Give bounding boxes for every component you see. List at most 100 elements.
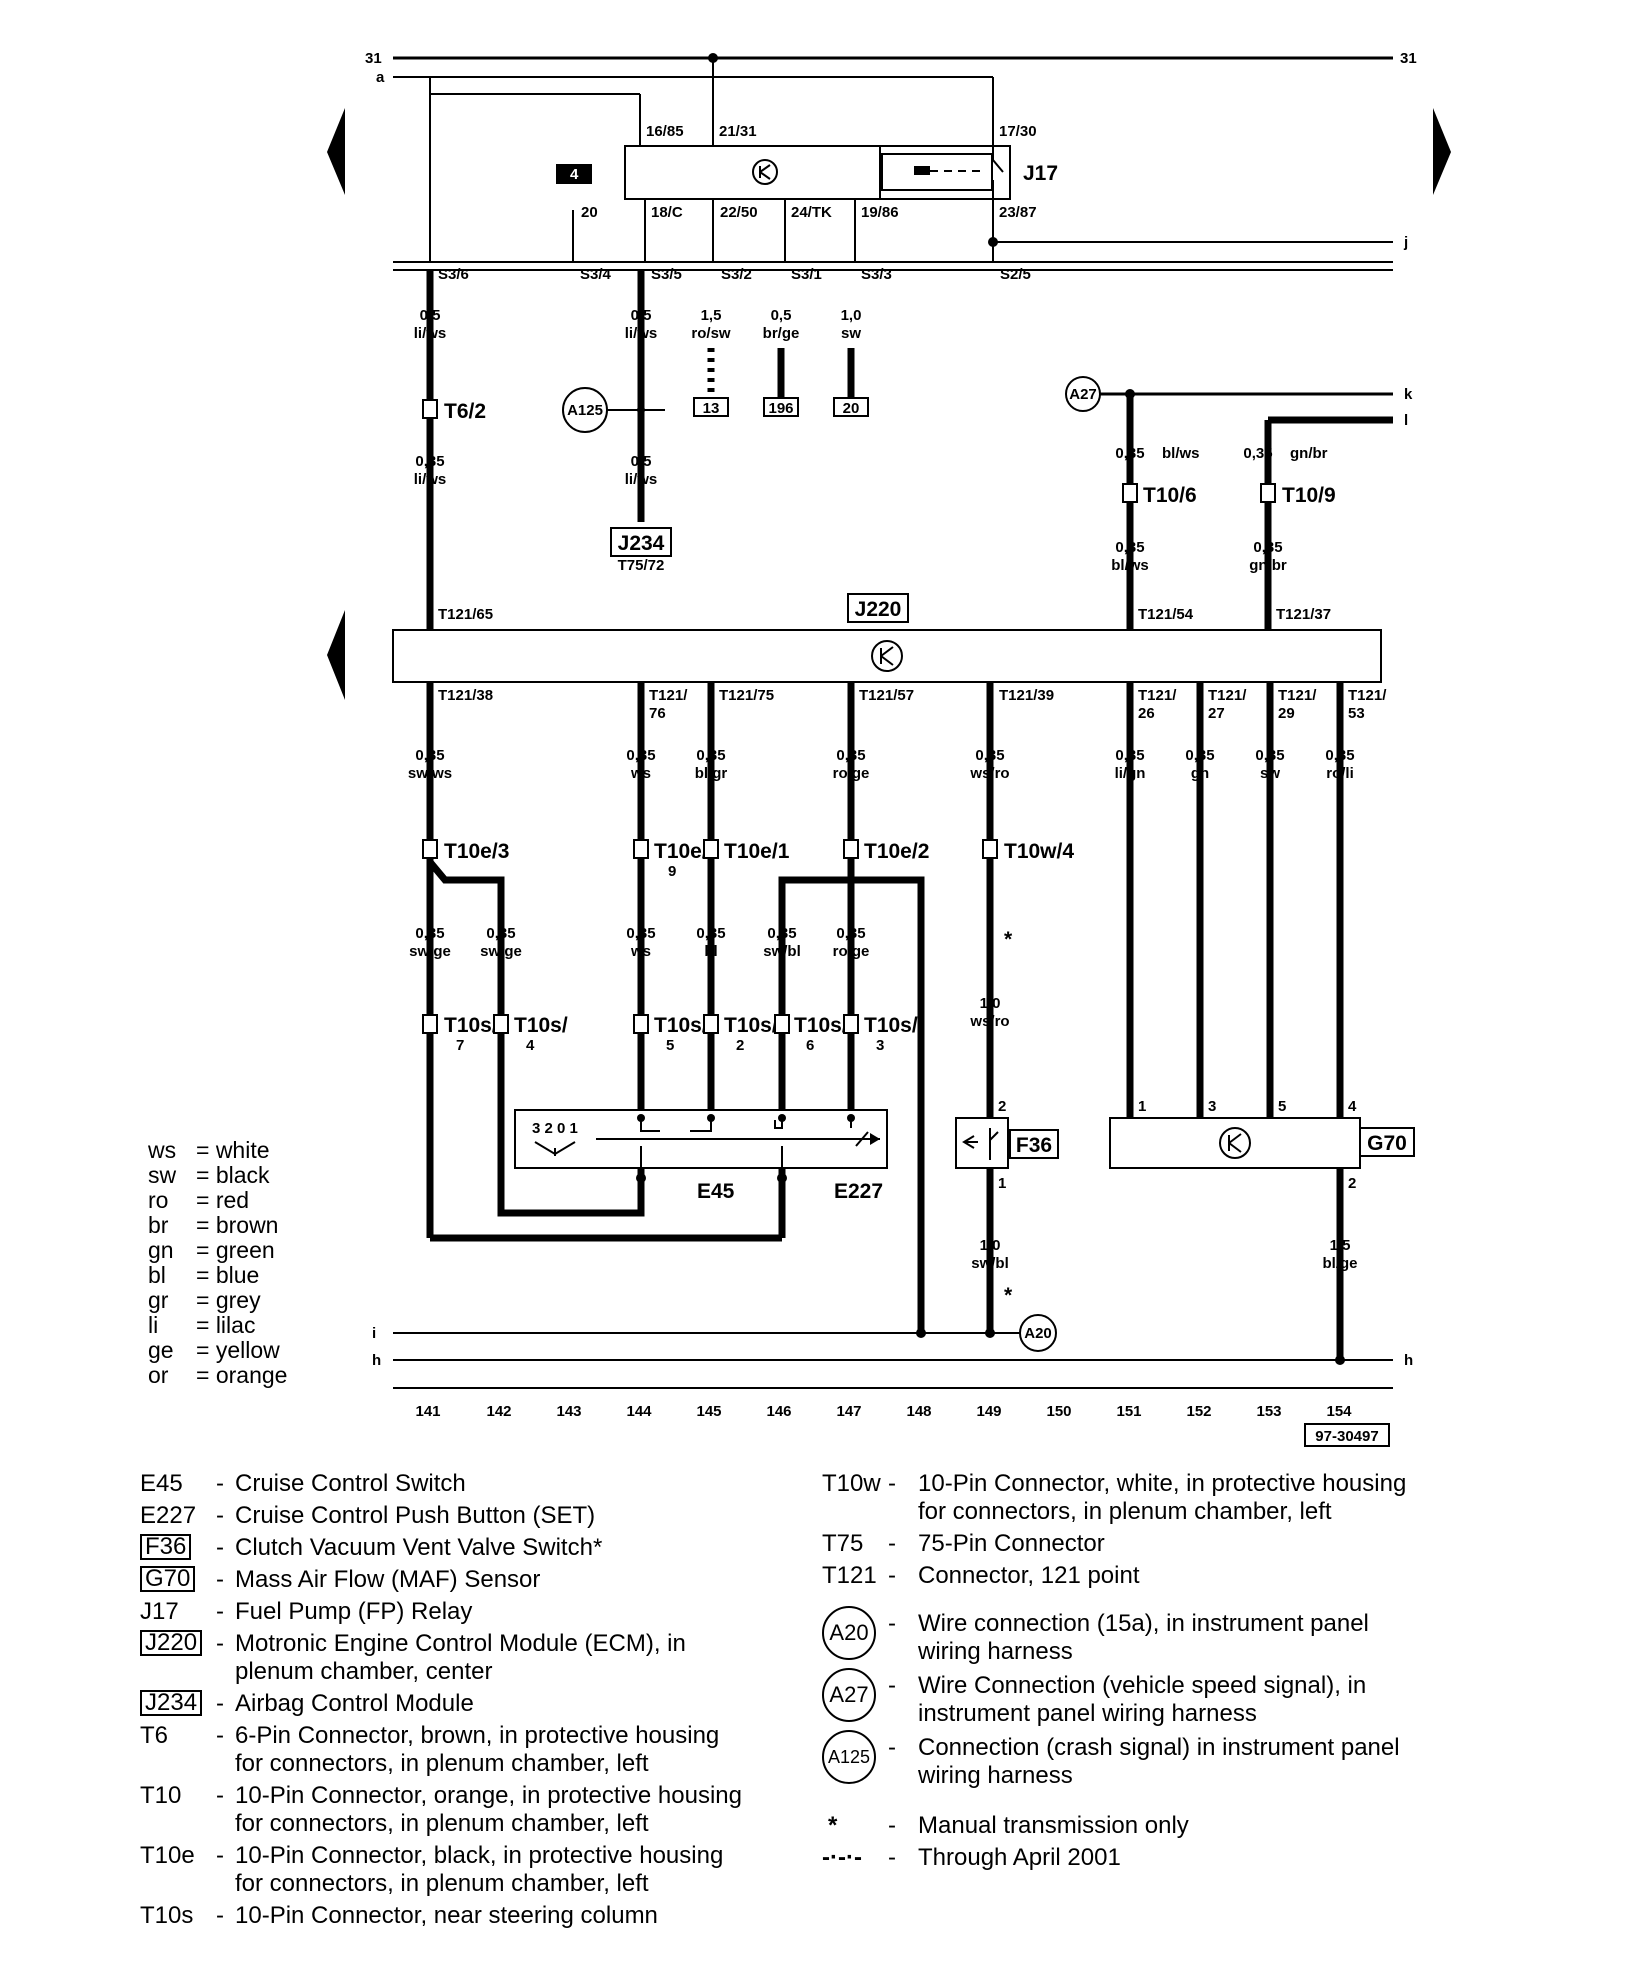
svg-text:ws/ro: ws/ro <box>969 765 1009 782</box>
a27-label: A27 <box>1069 386 1097 403</box>
key-code: T121 <box>822 1562 877 1589</box>
ecm-ground-glyph <box>880 646 894 666</box>
ecm-box <box>392 629 1382 683</box>
svg-text:150: 150 <box>1046 1403 1071 1420</box>
ecm-pin-t121-27a: T121/ <box>1208 687 1247 704</box>
key-code: * <box>828 1812 838 1839</box>
key-code: J17 <box>140 1598 179 1625</box>
key-dash: - <box>216 1690 224 1717</box>
svg-text:sw/ws: sw/ws <box>408 765 452 782</box>
component-key-left: E45-Cruise Control Switch E227 - Cruise Co… <box>140 1470 780 1934</box>
key-code: T10w <box>822 1470 881 1497</box>
key-desc: Cruise Control Push Button (SET) <box>235 1502 596 1529</box>
f36-pin-bottom: 1 <box>998 1175 1006 1192</box>
fuse-s3-6: S3/6 <box>438 266 469 283</box>
connector-t10s-6-label: T10s/ <box>794 1014 848 1037</box>
next-page-arrow[interactable] <box>1433 108 1451 195</box>
key-desc-2: for connectors, in plenum chamber, left <box>235 1750 649 1777</box>
color-legend-row: ro= red <box>148 1188 287 1213</box>
key-item: J17-Fuel Pump (FP) Relay <box>140 1598 780 1626</box>
key-item: E45-Cruise Control Switch <box>140 1470 780 1498</box>
svg-text:sw/ge: sw/ge <box>480 943 522 960</box>
svg-text:li/gn: li/gn <box>1115 765 1146 782</box>
key-desc-2: for connectors, in plenum chamber, left <box>918 1498 1332 1525</box>
wire-label-lower2-6: 1,0ws/ro <box>969 995 1009 1030</box>
key-dash: - <box>888 1812 896 1839</box>
key-code: A27 <box>822 1668 876 1722</box>
key-dash: - <box>216 1722 224 1749</box>
box-4 <box>556 164 592 184</box>
svg-text:0,35: 0,35 <box>836 747 865 764</box>
wire-label-top-3: 0,5 br/ge <box>763 307 800 342</box>
diagram-id: 97-30497 <box>1315 1428 1378 1445</box>
key-desc: Clutch Vacuum Vent Valve Switch* <box>235 1534 603 1561</box>
connector-t10e-9 <box>633 839 649 859</box>
key-item: A125-Connection (crash signal) in instru… <box>822 1730 1462 1792</box>
g70-pin-2: 2 <box>1348 1175 1356 1192</box>
asterisk-1: * <box>1004 928 1013 951</box>
wire-label-mid-1: 0,5 li/ws <box>625 453 658 488</box>
connector-t6-2 <box>422 399 438 419</box>
color-code: ws <box>148 1137 177 1163</box>
connector-t10s-5-sub: 5 <box>666 1037 674 1054</box>
g70-label-box <box>1359 1127 1415 1157</box>
ecm-pin-t121-57: T121/57 <box>859 687 914 704</box>
key-desc: Motronic Engine Control Module (ECM), in <box>235 1630 686 1657</box>
ecm-pin-t121-26a: T121/ <box>1138 687 1177 704</box>
ecm-pin-t121-76a: T121/ <box>649 687 688 704</box>
fuse-s3-1: S3/1 <box>791 266 822 283</box>
prev-page-arrow[interactable] <box>327 108 345 195</box>
svg-text:0,35: 0,35 <box>767 925 796 942</box>
connector-t10s-4-sub: 4 <box>526 1037 535 1054</box>
svg-text:sw/ge: sw/ge <box>409 943 451 960</box>
svg-text:0,35: 0,35 <box>836 925 865 942</box>
svg-text:154: 154 <box>1326 1403 1352 1420</box>
wire-label-top-2: 1,5 ro/sw <box>691 307 731 342</box>
key-desc: Connector, 121 point <box>918 1562 1140 1589</box>
key-desc: 75-Pin Connector <box>918 1530 1105 1557</box>
ref-196 <box>763 397 799 417</box>
key-item: F36-Clutch Vacuum Vent Valve Switch* <box>140 1534 780 1562</box>
key-code: J220 <box>140 1630 203 1656</box>
key-code: E227 <box>140 1502 197 1529</box>
connector-t10e-1 <box>703 839 719 859</box>
connector-t10-9 <box>1260 483 1276 503</box>
key-dash: - <box>888 1844 896 1871</box>
fuse-s3-4: S3/4 <box>580 266 612 283</box>
g70-box <box>1109 1117 1361 1169</box>
cruise-switch-contacts <box>640 1118 869 1168</box>
svg-text:ws: ws <box>630 943 651 960</box>
key-code: G70 <box>140 1566 196 1592</box>
key-code: A20 <box>822 1606 876 1660</box>
svg-text:0,35: 0,35 <box>1115 539 1144 556</box>
line-j-label: j <box>1403 234 1408 251</box>
connector-t10s-3-sub: 3 <box>876 1037 884 1054</box>
g70-label: G70 <box>1367 1132 1407 1155</box>
svg-text:0,35: 0,35 <box>486 925 515 942</box>
connector-t10s-3-label: T10s/ <box>864 1014 918 1037</box>
key-dash: - <box>888 1530 896 1557</box>
color-code: bl <box>148 1262 166 1288</box>
connector-t10w-4 <box>982 839 998 859</box>
prev-ecm-arrow[interactable] <box>327 610 345 700</box>
svg-text:146: 146 <box>766 1403 791 1420</box>
pin-22-50: 22/50 <box>720 204 758 221</box>
wire-label-mid-3: 0,35 gn/br <box>1243 445 1327 462</box>
key-dash: - <box>216 1630 224 1657</box>
pin-19-86: 19/86 <box>861 204 899 221</box>
svg-text:1,5: 1,5 <box>701 307 722 324</box>
cruise-switch-lever-icon <box>534 1141 576 1156</box>
j234-label: J234 <box>618 532 665 555</box>
svg-text:0,35: 0,35 <box>415 747 444 764</box>
key-desc: 10-Pin Connector, black, in protective h… <box>235 1842 724 1869</box>
j234-box <box>610 527 672 557</box>
connector-t10s-5 <box>633 1014 649 1034</box>
line-l-label: l <box>1404 412 1408 429</box>
svg-text:sw/bl: sw/bl <box>971 1255 1009 1272</box>
key-dash: - <box>216 1598 224 1625</box>
key-dash: - <box>216 1902 224 1929</box>
